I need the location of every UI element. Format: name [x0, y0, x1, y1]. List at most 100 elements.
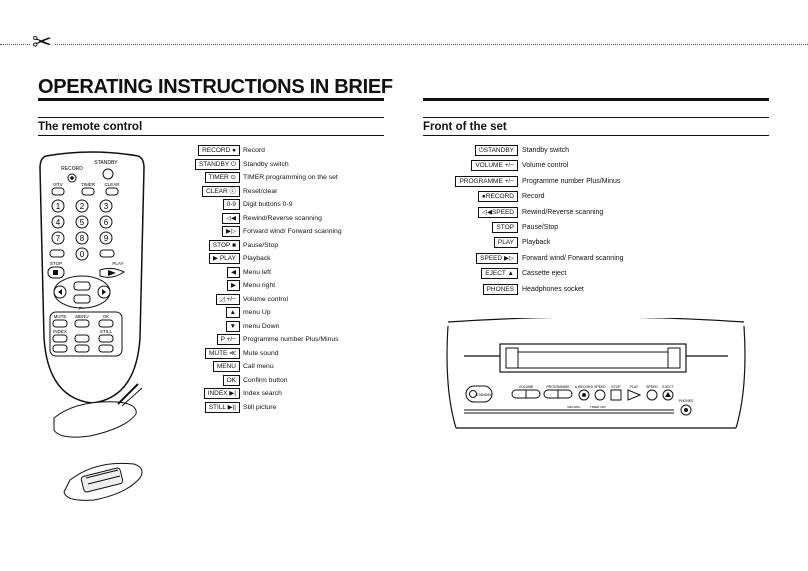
remote-heading-rule-bottom: [38, 135, 384, 136]
remote-key-label: INDEX ▶|: [203, 388, 240, 399]
front-heading: Front of the set: [423, 121, 507, 133]
remote-mute-label: MUTE: [54, 314, 67, 319]
remote-key-description: Playback: [243, 255, 271, 262]
front-key-label: ⏻STANDBY: [474, 145, 518, 156]
panel-eject-label: EJECT: [662, 385, 674, 389]
remote-key-label: STILL ▶||: [204, 401, 240, 413]
remote-key-label: ▶ PLAY: [209, 253, 240, 264]
remote-key-label: ◁◀: [222, 212, 240, 224]
remote-key-description: Digit buttons 0-9: [243, 201, 293, 208]
remote-key-label: ◿ +/−: [215, 293, 240, 305]
panel-programme-label: PROGRAMME: [546, 385, 570, 389]
panel-record-label: ● RECORD: [575, 385, 594, 389]
front-key-label: PROGRAMME +/−: [455, 175, 518, 187]
remote-key-description: Standby switch: [243, 160, 289, 168]
remote-play-label: PLAY: [112, 261, 123, 266]
remote-key-description: Index search: [243, 390, 282, 397]
remote-key-label: ◀: [227, 266, 240, 278]
panel-volume-label: VOLUME: [519, 385, 534, 389]
front-key-description: Programme number Plus/Minus: [522, 177, 621, 185]
panel-timer-off-label: TIMER OFF: [590, 405, 606, 409]
front-key-description: Record: [522, 193, 545, 201]
svg-text:4: 4: [56, 218, 61, 227]
svg-text:6: 6: [104, 218, 109, 227]
panel-speed-ff-label: SPEED: [646, 385, 658, 389]
remote-still-label: STILL: [100, 329, 113, 334]
remote-timer-label: TIMER: [81, 182, 96, 187]
front-heading-rule-top: [423, 117, 769, 118]
front-key-label: EJECT ▲: [481, 268, 518, 280]
svg-text:3: 3: [104, 202, 109, 211]
svg-text:7: 7: [56, 234, 61, 243]
remote-key-description: Still picture: [243, 403, 277, 411]
remote-control-illustration: RECORD STANDBY 0/TV TIMER CLEAR 1 2 3 4 …: [39, 151, 145, 404]
remote-key-label: ▶▷: [222, 226, 240, 237]
remote-key-description: Record: [243, 147, 265, 154]
remote-key-label: STOP ■: [208, 239, 240, 251]
remote-record-label: RECORD: [61, 166, 83, 172]
remote-key-description: Forward wind/ Forward scanning: [243, 228, 342, 235]
front-key-label: VOLUME +/−: [471, 160, 518, 172]
title-rule-right: [423, 98, 769, 101]
front-key-description: Cassette eject: [522, 270, 567, 278]
remote-key-label: CLEAR ⓒ: [202, 185, 240, 197]
remote-key-description: Menu right: [243, 282, 276, 289]
remote-key-description: Programme number Plus/Minus: [243, 336, 339, 343]
remote-ok-label: OK: [103, 314, 110, 319]
scissors-icon: ✂: [30, 29, 55, 56]
remote-key-description: Rewind/Reverse scanning: [243, 214, 322, 222]
remote-key-description: Menu left: [243, 268, 271, 276]
page-title: OPERATING INSTRUCTIONS IN BRIEF: [38, 76, 393, 98]
front-key-label: ◁◀SPEED: [477, 206, 518, 218]
remote-key-label: OK: [222, 374, 240, 386]
front-key-description: Headphones socket: [522, 285, 584, 293]
panel-phones-label: PHONES: [679, 399, 694, 403]
remote-key-label: MENU: [212, 361, 240, 372]
remote-key-description: Reset/clear: [243, 187, 278, 195]
remote-key-description: TIMER programming on the set: [243, 174, 338, 181]
remote-key-description: Call menu: [243, 363, 274, 370]
front-key-description: Forward wind/ Forward scanning: [522, 254, 624, 262]
remote-key-label: MUTE ≪: [204, 347, 240, 359]
front-key-description: Volume control: [522, 162, 569, 170]
title-rule-left: [38, 98, 384, 101]
remote-key-label: ▲: [225, 307, 240, 318]
remote-pminus-label: P−: [79, 306, 85, 311]
front-key-label: PHONES: [482, 283, 518, 295]
front-key-label: SPEED ▶▷: [476, 252, 518, 264]
remote-tv-label: 0/TV: [53, 182, 63, 187]
front-key-label: STOP: [492, 222, 518, 233]
remote-key-description: Pause/Stop: [243, 241, 279, 249]
remote-stop-label: STOP: [50, 261, 62, 266]
remote-key-label: ▼: [225, 320, 240, 332]
panel-speed-rw-label: SPEED: [594, 385, 606, 389]
remote-index-label: INDEX: [53, 329, 67, 334]
remote-key-label: RECORD ●: [198, 145, 240, 156]
remote-menu-label: MENU: [75, 314, 88, 319]
svg-text:5: 5: [80, 218, 85, 227]
remote-key-label: P +/−: [216, 334, 240, 345]
front-panel-illustration: STANDBY VOLUME PROGRAMME ● RECORD SPEED …: [446, 318, 746, 429]
remote-standby-label: STANDBY: [94, 160, 118, 166]
panel-record2-label: RECORD: [567, 405, 581, 409]
front-key-label: PLAY: [493, 237, 518, 249]
remote-key-description: Mute sound: [243, 349, 279, 357]
remote-key-label: 0-9: [222, 199, 240, 210]
front-key-description: Rewind/Reverse scanning: [522, 208, 604, 216]
svg-text:2: 2: [80, 202, 85, 211]
remote-key-label: TIMER ⊙: [204, 172, 240, 183]
panel-stop-label: STOP: [611, 385, 621, 389]
front-heading-rule-bottom: [423, 135, 769, 136]
remote-key-description: Confirm button: [243, 376, 288, 384]
cut-line: [0, 44, 808, 45]
svg-text:8: 8: [80, 234, 85, 243]
remote-heading-rule-top: [38, 117, 384, 118]
front-key-description: Standby switch: [522, 147, 570, 154]
panel-standby-label: STANDBY: [476, 393, 493, 397]
svg-text:1: 1: [56, 202, 61, 211]
battery-compartment-illustration: [53, 383, 143, 501]
panel-play-label: PLAY: [630, 385, 639, 389]
front-key-description: Playback: [522, 239, 551, 247]
remote-heading: The remote control: [38, 121, 143, 133]
svg-text:9: 9: [104, 234, 109, 243]
